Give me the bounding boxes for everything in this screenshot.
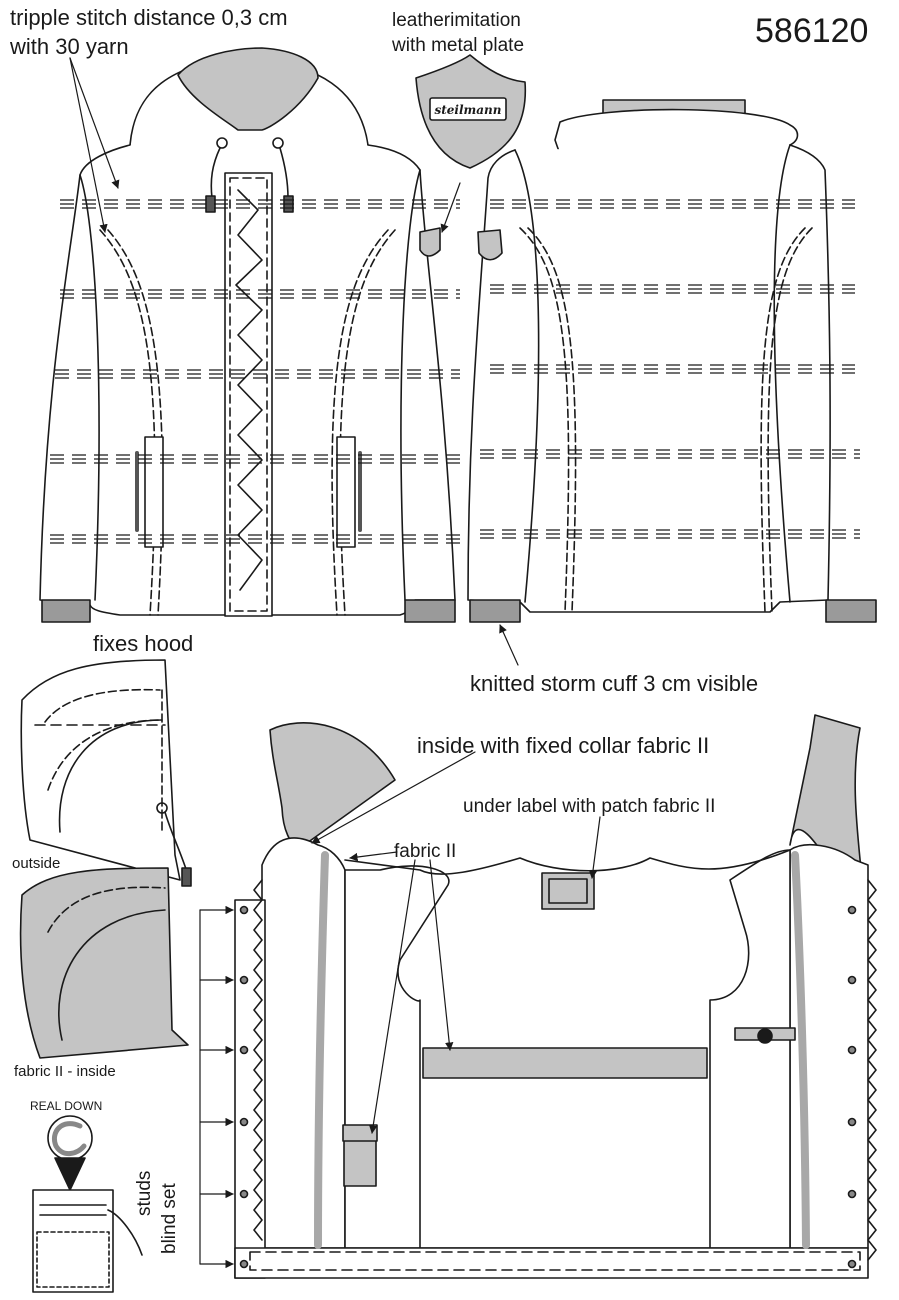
article-number: 586120: [755, 12, 869, 50]
callout-arrows: [69, 57, 601, 1269]
triple-stitch-lines: [50, 199, 860, 544]
stitch-callout-line1: tripple stitch distance 0,3 cm: [10, 5, 288, 30]
fixes-hood-callout: fixes hood: [93, 631, 194, 656]
back-jacket: [467, 99, 877, 623]
inside-jacket: [234, 714, 877, 1279]
fabric-ii-callout: fabric II: [394, 841, 457, 862]
metal-plate-badge: [415, 54, 527, 169]
plate-brand-text: steilmann: [435, 103, 502, 117]
under-label-callout: under label with patch fabric II: [463, 796, 716, 817]
real-down-label: REAL DOWN: [30, 1099, 103, 1113]
outside-label: outside: [12, 855, 61, 872]
leather-callout-line1: leatherimitation: [392, 10, 521, 31]
hood-outside-drawing: [20, 659, 192, 887]
cuff-callout: knitted storm cuff 3 cm visible: [470, 671, 759, 696]
front-jacket: [39, 47, 456, 623]
leather-callout-line2: with metal plate: [392, 35, 525, 56]
collar-callout: inside with fixed collar fabric II: [417, 733, 710, 758]
hood-inside-drawing: [19, 867, 189, 1059]
stitch-callout-line2: with 30 yarn: [10, 34, 129, 59]
fabric-ii-inside-label: fabric II - inside: [14, 1063, 116, 1080]
real-down-tag: [32, 1115, 143, 1293]
